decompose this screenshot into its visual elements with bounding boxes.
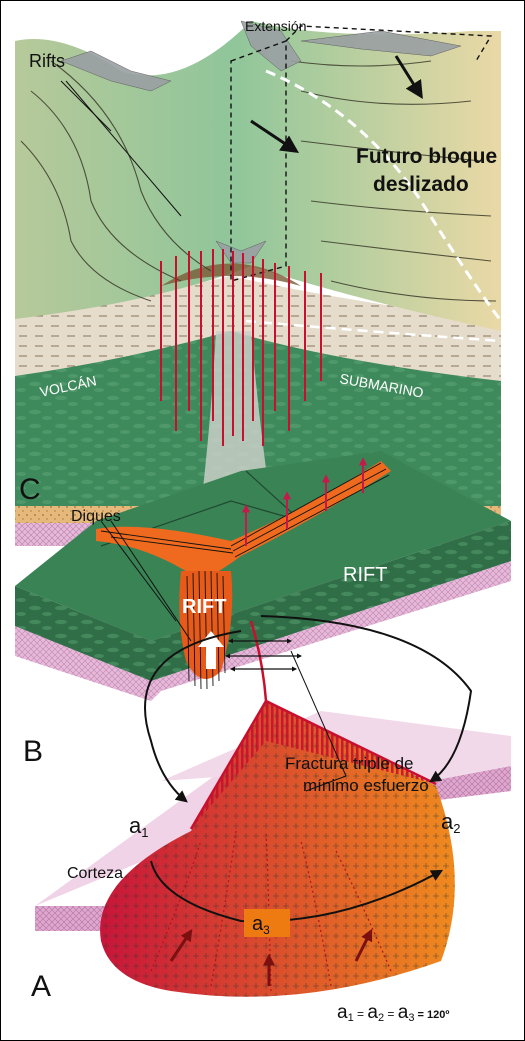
panel-letter-c: C (19, 473, 41, 506)
a1-label: a1 (129, 813, 148, 840)
rift-right-label: RIFT (343, 564, 387, 586)
crust-label: Corteza (67, 865, 123, 882)
future-block-label-line2: deslizado (373, 173, 469, 196)
dikes-label: Diques (71, 508, 121, 525)
extension-label: Extensión (245, 18, 306, 34)
panel-letter-a: A (31, 970, 51, 1003)
fracture-label-line1: Fractura triple de (285, 754, 414, 773)
panel-letter-b: B (23, 735, 43, 768)
rift-center-label: RIFT (182, 596, 226, 618)
future-block-label-line1: Futuro bloque (356, 145, 497, 168)
rifts-label: Rifts (29, 51, 65, 71)
panel-c: Extensión Rifts Futuro bloque deslizado … (15, 18, 501, 546)
stress-equation: a1 = a2 = a3 = 120º (337, 1002, 449, 1024)
fracture-label-line2: mínimo esfuerzo (303, 776, 429, 795)
a2-label: a2 (441, 809, 460, 836)
